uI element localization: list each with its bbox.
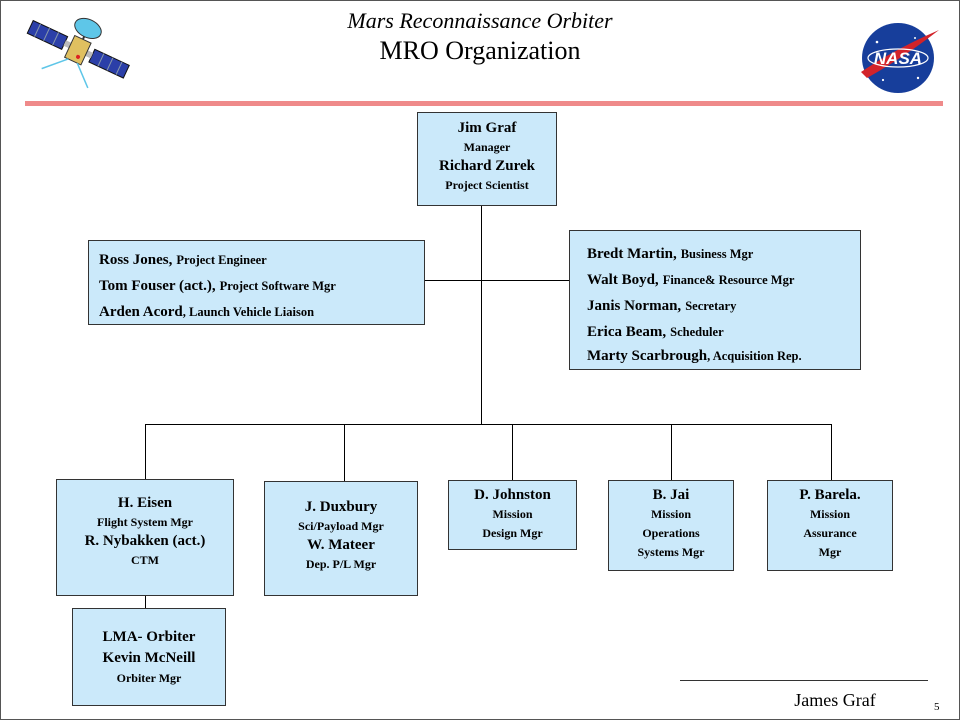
team-lead: H. Eisen [117, 495, 173, 511]
staff-role: Scheduler [670, 325, 724, 339]
manager-role: Manager [463, 140, 511, 154]
connector-line [512, 424, 513, 480]
lma-orbiter-box: LMA- Orbiter Kevin McNeill Orbiter Mgr [72, 608, 226, 706]
nasa-logo: NASA [861, 23, 939, 93]
staff-name: Janis Norman, [587, 298, 682, 314]
mission-design-box: D. Johnston Mission Design Mgr [448, 480, 577, 550]
team-role: Mgr [818, 545, 842, 559]
team-role: CTM [131, 553, 159, 567]
team-role: Flight System Mgr [97, 515, 193, 529]
connector-line [424, 280, 570, 281]
staff-name: Marty Scarbrough [587, 348, 708, 364]
team-lead: B. Jai [652, 487, 690, 503]
business-staff-box: Bredt Martin, Business Mgr Walt Boyd, Fi… [569, 230, 861, 370]
team-role: Assurance [803, 526, 857, 540]
mission-ops-box: B. Jai Mission Operations Systems Mgr [608, 480, 734, 571]
team-role: Mission [492, 507, 533, 521]
team-lead: D. Johnston [474, 487, 551, 503]
scientist-name: Richard Zurek [439, 158, 535, 174]
title-italic: Mars Reconnaissance Orbiter [347, 8, 613, 33]
science-payload-box: J. Duxbury Sci/Payload Mgr W. Mateer Dep… [264, 481, 418, 596]
staff-name: Tom Fouser (act.), [99, 278, 216, 294]
staff-role: , Acquisition Rep. [707, 349, 802, 363]
team-role: Mission [650, 507, 691, 521]
team-role: Dep. P/L Mgr [305, 557, 377, 571]
staff-row: Bredt Martin, Business Mgr [587, 241, 860, 267]
nasa-logo-text: NASA [874, 49, 922, 68]
connector-line [145, 595, 146, 609]
engineering-staff-box: Ross Jones, Project Engineer Tom Fouser … [88, 240, 425, 325]
page-title: MRO Organization [379, 36, 581, 65]
staff-row: Janis Norman, Secretary [587, 293, 860, 319]
team-role: Sci/Payload Mgr [298, 519, 384, 533]
staff-row: Walt Boyd, Finance& Resource Mgr [587, 267, 860, 293]
header-rule [25, 101, 943, 106]
staff-role: Project Engineer [176, 253, 267, 267]
team-deputy: W. Mateer [307, 537, 375, 553]
staff-name: Walt Boyd, [587, 272, 659, 288]
connector-line [344, 424, 345, 481]
staff-name: Arden Acord [99, 304, 183, 320]
page-number: 5 [934, 701, 940, 713]
team-deputy: R. Nybakken (act.) [84, 533, 206, 549]
staff-role: Project Software Mgr [219, 279, 336, 293]
staff-role: Business Mgr [680, 247, 754, 261]
team-role: Design Mgr [482, 526, 543, 540]
team-role: Operations [642, 526, 700, 540]
signature-line [680, 680, 928, 681]
lma-title: LMA- Orbiter [102, 629, 196, 645]
staff-row: Marty Scarbrough, Acquisition Rep. [587, 345, 860, 367]
connector-line [145, 424, 832, 425]
staff-role: Finance& Resource Mgr [662, 273, 795, 287]
signature: James Graf [794, 690, 876, 710]
staff-role: , Launch Vehicle Liaison [182, 305, 315, 319]
team-lead: J. Duxbury [304, 499, 378, 515]
connector-line [481, 206, 482, 425]
team-role: Mission [809, 507, 850, 521]
flight-system-box: H. Eisen Flight System Mgr R. Nybakken (… [56, 479, 234, 596]
connector-line [145, 424, 146, 479]
staff-name: Bredt Martin, [587, 246, 677, 262]
lma-role: Orbiter Mgr [116, 671, 182, 685]
connector-line [671, 424, 672, 480]
scientist-role: Project Scientist [445, 178, 529, 192]
connector-line [831, 424, 832, 480]
staff-row: Erica Beam, Scheduler [587, 319, 860, 345]
staff-role: Secretary [685, 299, 737, 313]
lma-manager-name: Kevin McNeill [102, 650, 196, 666]
staff-row: Tom Fouser (act.), Project Software Mgr [99, 273, 424, 299]
staff-row: Ross Jones, Project Engineer [99, 247, 424, 273]
manager-name: Jim Graf [457, 120, 517, 136]
staff-row: Arden Acord, Launch Vehicle Liaison [99, 299, 424, 325]
mission-assurance-box: P. Barela. Mission Assurance Mgr [767, 480, 893, 571]
spacecraft-icon [26, 17, 130, 89]
team-role: Systems Mgr [637, 545, 705, 559]
team-lead: P. Barela. [799, 487, 861, 503]
staff-name: Erica Beam, [587, 324, 667, 340]
manager-box: Jim Graf Manager Richard Zurek Project S… [417, 112, 557, 206]
staff-name: Ross Jones, [99, 252, 173, 268]
